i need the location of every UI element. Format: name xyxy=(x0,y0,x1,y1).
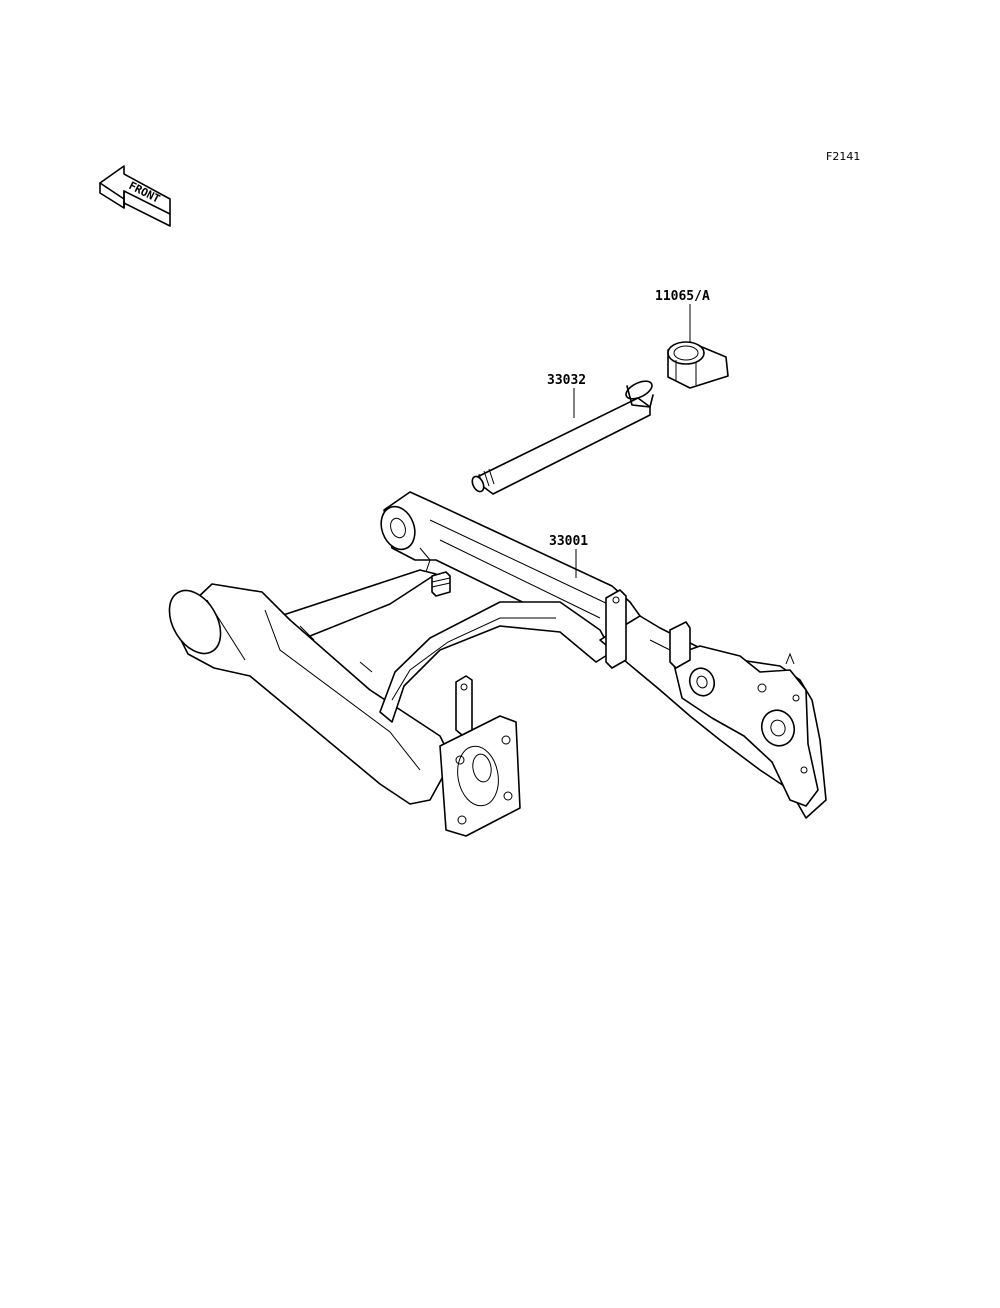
part-number-33001[interactable]: 33001 xyxy=(549,534,588,549)
pivot-shaft-33032-drawing xyxy=(471,380,654,495)
part-number-33032[interactable]: 33032 xyxy=(547,373,586,388)
collar-11065a-drawing xyxy=(667,341,729,389)
front-arrow-icon: FRONT xyxy=(99,165,171,227)
swing-arm-33001-drawing xyxy=(168,491,827,837)
part-number-11065a[interactable]: 11065/A xyxy=(655,289,710,304)
figure-id: F2141 xyxy=(826,150,860,163)
